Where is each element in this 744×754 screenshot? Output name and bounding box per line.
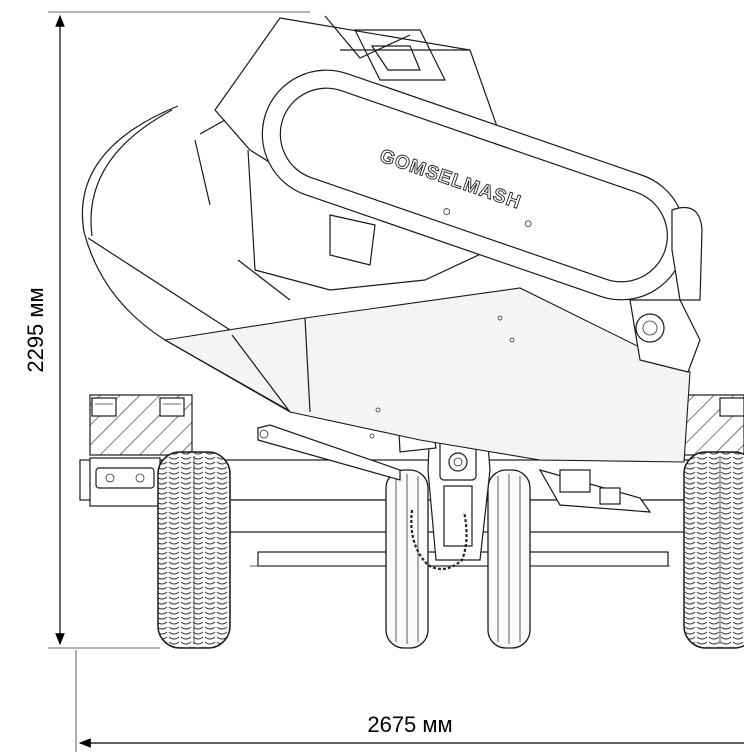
- rear-light: [95, 467, 155, 489]
- platform-panel: [163, 287, 691, 463]
- left-reflector-1: [91, 397, 117, 417]
- height-dimension: [48, 11, 310, 649]
- center-left-wheel: [385, 469, 429, 649]
- reel-frame: [194, 15, 501, 301]
- width-dimension: [75, 650, 744, 752]
- right-lamp-block: [679, 394, 744, 456]
- center-right-wheel: [487, 469, 531, 649]
- left-wheel: [157, 451, 231, 649]
- crop-divider: [81, 105, 231, 341]
- left-reflector-2: [159, 397, 185, 417]
- safety-chain: [410, 509, 468, 571]
- width-dimension-label: 2675 мм: [367, 712, 452, 737]
- auger-housing: GOMSELMASH: [261, 69, 686, 301]
- height-dimension-label: 2295 мм: [23, 287, 48, 372]
- gearbox: [629, 206, 703, 373]
- left-linkage: [257, 424, 401, 481]
- left-lamp-block: [89, 394, 193, 507]
- right-linkage: [538, 469, 652, 513]
- header-platform: [163, 287, 691, 463]
- right-wheel: [683, 451, 744, 649]
